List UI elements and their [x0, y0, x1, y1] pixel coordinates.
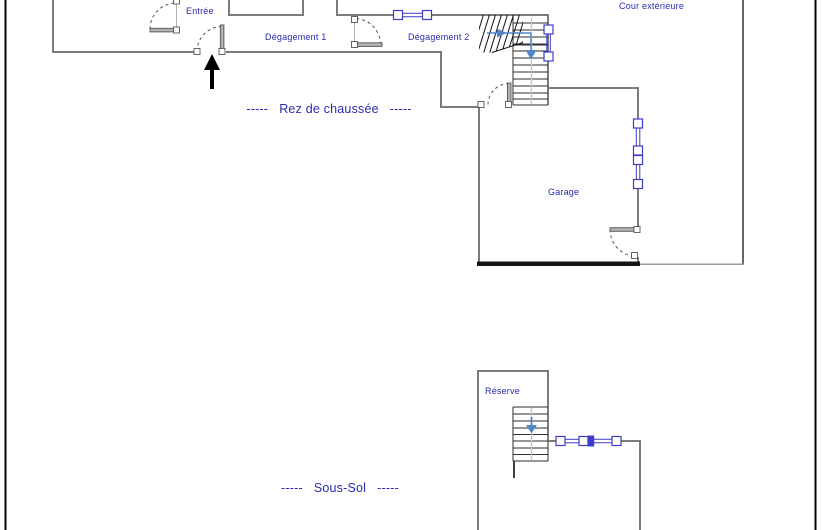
- stair-direction-arrow-down-icon: [526, 417, 537, 434]
- walls-basement: [477, 370, 641, 530]
- staircase-basement[interactable]: [512, 406, 549, 478]
- door-stair-access[interactable]: [477, 82, 512, 108]
- door-degagement[interactable]: [351, 16, 383, 48]
- walls-courtyard: [638, 0, 744, 265]
- door-garage-side[interactable]: [609, 226, 641, 259]
- floor-title-sous-sol: ----- Sous-Sol -----: [281, 481, 399, 495]
- window-corridor-top[interactable]: [392, 9, 433, 21]
- stair-direction-arrow-down-icon: [487, 28, 537, 60]
- floor-title-rez-de-chaussee: ----- Rez de chaussée -----: [246, 102, 412, 116]
- room-label-reserve: Réserve: [485, 386, 520, 396]
- room-label-garage: Garage: [548, 187, 580, 197]
- door-entree-main[interactable]: [193, 24, 226, 55]
- room-label-entree: Entrée: [186, 6, 214, 16]
- staircase-ground-floor[interactable]: [471, 13, 548, 106]
- window-door-basement[interactable]: [555, 435, 622, 447]
- walls-ground-floor: [52, 0, 639, 264]
- room-label-degagement2: Dégagement 2: [408, 32, 470, 42]
- sheet-border-lines: [4, 0, 817, 530]
- room-label-cour-exterieure: Cour extérieure: [619, 1, 685, 11]
- windows-garage[interactable]: [632, 118, 644, 190]
- entrance-arrow-icon: [204, 54, 220, 89]
- window-staircase[interactable]: [543, 24, 554, 62]
- room-label-degagement1: Dégagement 1: [265, 32, 327, 42]
- door-closet-entree[interactable]: [149, 0, 180, 34]
